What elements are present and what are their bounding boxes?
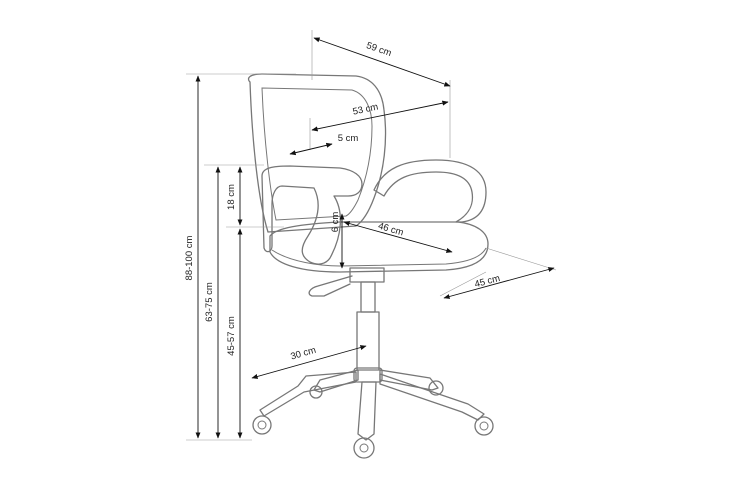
label-armrest-thickness: 6 cm bbox=[330, 212, 341, 233]
gas-cylinder-lower bbox=[356, 311, 380, 371]
dim-line-backrest-depth-top bbox=[313, 37, 451, 87]
right-armrest bbox=[373, 159, 487, 223]
label-armrest-height: 18 cm bbox=[226, 184, 237, 210]
dim-line-base-radius bbox=[251, 345, 367, 379]
label-seat-width: 45 cm bbox=[473, 273, 501, 290]
seat-mechanism bbox=[349, 267, 385, 283]
label-base-radius: 30 cm bbox=[289, 345, 317, 363]
label-seat-height: 45-57 cm bbox=[226, 316, 237, 356]
label-backrest-depth-top: 59 cm bbox=[365, 40, 393, 59]
height-lever bbox=[308, 275, 353, 297]
dim-line-armrest-offset bbox=[289, 142, 333, 156]
dimension-labels: 59 cm 53 cm 5 cm 18 cm 6 cm 46 cm 45 cm … bbox=[184, 40, 501, 362]
gas-cylinder-upper bbox=[360, 281, 376, 313]
label-seat-depth: 46 cm bbox=[377, 221, 405, 239]
chair-outline bbox=[247, 73, 494, 459]
dim-line-seat-depth bbox=[343, 221, 453, 253]
caster-back-left bbox=[309, 385, 323, 399]
label-armrest-offset: 5 cm bbox=[338, 133, 359, 144]
label-total-height: 88-100 cm bbox=[184, 235, 195, 280]
seat bbox=[269, 221, 489, 273]
label-backrest-depth-inner: 53 cm bbox=[352, 101, 380, 117]
caster-front bbox=[353, 437, 375, 459]
backrest-frame-outer bbox=[247, 73, 387, 233]
dim-line-seat-width bbox=[443, 267, 555, 299]
caster-left bbox=[252, 415, 272, 435]
label-armrest-floor-height: 63-75 cm bbox=[204, 282, 215, 322]
dimension-lines bbox=[186, 30, 557, 441]
dim-line-backrest-depth-inner bbox=[311, 100, 449, 132]
caster-back-right bbox=[428, 380, 444, 396]
caster-right bbox=[474, 416, 494, 436]
base-leg-left bbox=[259, 371, 357, 417]
left-armrest bbox=[261, 165, 363, 265]
base-leg-front bbox=[357, 381, 377, 441]
